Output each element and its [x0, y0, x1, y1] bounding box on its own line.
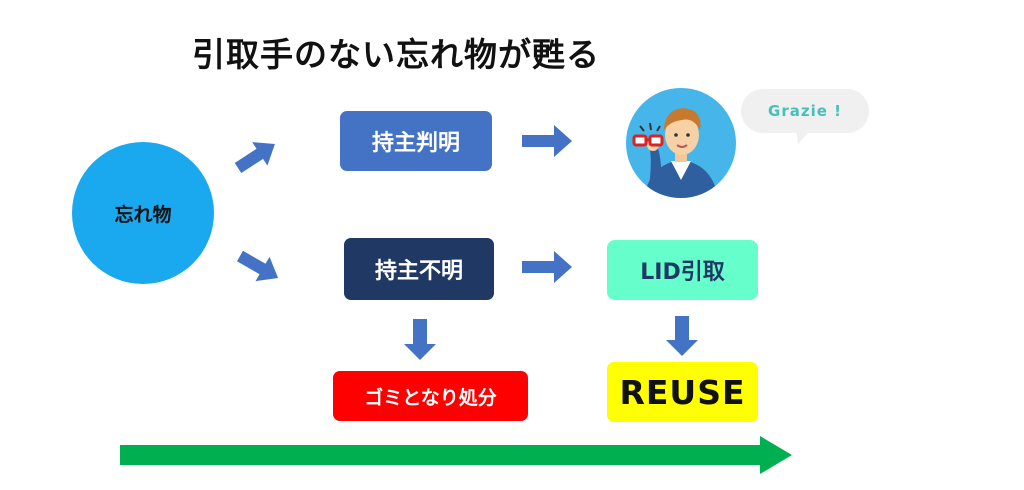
lid-pickup-label: LID引取 [640, 260, 725, 285]
lost-item-label: 忘れ物 [114, 203, 172, 226]
speech-bubble: Grazie ! [741, 89, 869, 133]
avatar-illustration [632, 108, 718, 198]
owner-unknown-label: 持主不明 [374, 259, 463, 284]
reuse-node: REUSE [607, 362, 758, 422]
lid-pickup-node: LID引取 [607, 240, 758, 300]
reuse-label: REUSE [619, 372, 746, 412]
disposal-node: ゴミとなり処分 [333, 371, 528, 421]
owner-found-label: 持主判明 [371, 131, 460, 156]
disposal-label: ゴミとなり処分 [364, 386, 497, 409]
owner-unknown-node: 持主不明 [344, 238, 494, 300]
owner-found-node: 持主判明 [340, 111, 492, 171]
arrow-to-owner-unknown [237, 250, 279, 282]
arrow-unknown-to-lid [522, 251, 572, 283]
arrow-to-owner-found [234, 142, 275, 174]
speech-bubble-text: Grazie ! [768, 102, 842, 120]
lost-item-node: 忘れ物 [72, 142, 214, 284]
timeline-arrow [120, 436, 792, 474]
arrow-lid-to-reuse [666, 316, 698, 356]
arrow-found-to-avatar [522, 125, 572, 157]
page-title: 引取手のない忘れ物が甦る [192, 35, 600, 74]
man-holding-glasses-icon [626, 88, 736, 198]
speech-bubble-tail [796, 128, 812, 144]
arrow-unknown-to-disposal [404, 319, 436, 360]
